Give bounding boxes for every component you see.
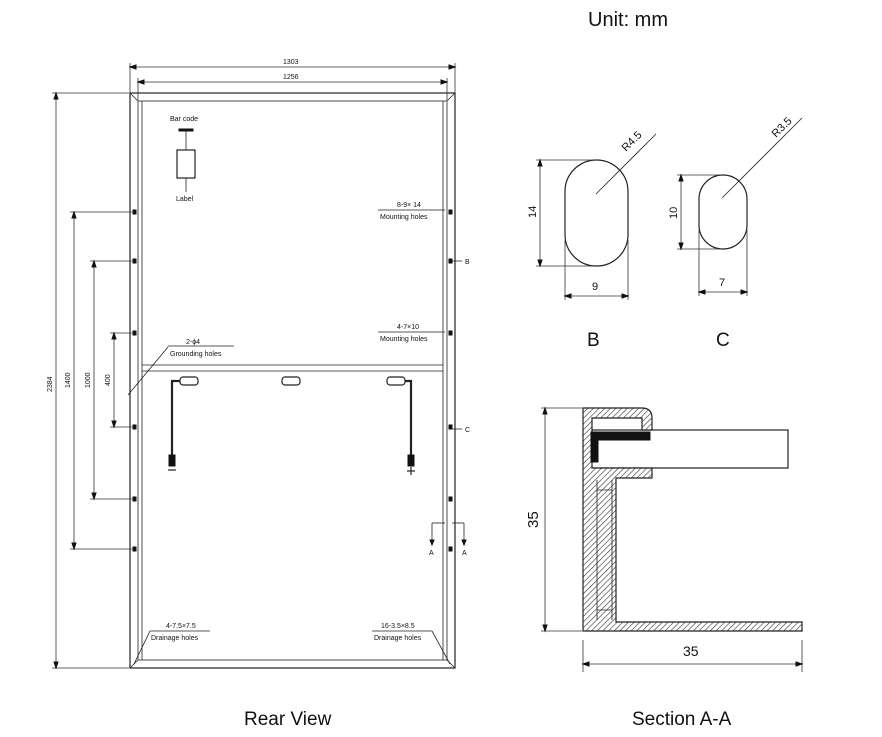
section-aa: 35 35 Section A-A (525, 406, 804, 730)
grounding-leader (127, 346, 169, 396)
height-400-dim: 400 (105, 374, 112, 386)
drainage-left-label: Drainage holes (151, 635, 199, 642)
detail-b-width: 9 (592, 281, 598, 293)
detail-c-height: 10 (668, 207, 680, 219)
rail-hole-marks (132, 209, 453, 552)
drainage-right-label: Drainage holes (374, 635, 422, 642)
label-text: Label (176, 196, 194, 203)
module-frame-inner (137, 100, 448, 661)
slot-b-shape (564, 159, 629, 267)
mounting-holes-top-spec: 8-9× 14 (397, 202, 421, 209)
height-1400-dim: 1400 (65, 372, 72, 388)
section-marker-left: A (429, 550, 434, 557)
bar-code-mark (178, 128, 194, 132)
dimension-left (52, 91, 132, 670)
frame-profile (582, 407, 803, 632)
mounting-holes-top-label: Mounting holes (380, 214, 428, 221)
section-aa-caption: Section A-A (632, 709, 732, 730)
height-total-dim: 2384 (47, 376, 54, 392)
mounting-holes-mid-label: Mounting holes (380, 336, 428, 343)
grounding-holes-label: Grounding holes (170, 351, 222, 358)
detail-c-radius: R3.5 (770, 115, 795, 140)
drainage-right-spec: 16-3.5×8.5 (381, 623, 415, 630)
cables (168, 379, 415, 475)
section-markers (429, 522, 467, 547)
junction-boxes (179, 376, 406, 386)
width-inner-dim: 1256 (283, 74, 299, 81)
width-outer-dim: 1303 (283, 59, 299, 66)
section-marker-right: A (462, 550, 467, 557)
detail-b-height: 14 (527, 206, 539, 218)
detail-c: R3.5 10 7 C (668, 115, 803, 351)
slot-c-shape (698, 174, 748, 250)
sealant (590, 431, 651, 463)
grounding-holes-spec: 2-ϕ4 (186, 339, 200, 346)
callout-c: C (465, 427, 470, 434)
dimension-top (128, 63, 457, 100)
callout-b: B (465, 259, 470, 266)
label-box (176, 149, 196, 179)
height-1000-dim: 1000 (85, 372, 92, 388)
detail-c-width: 7 (719, 277, 725, 289)
unit-label: Unit: mm (588, 9, 668, 31)
module-frame-outer (129, 92, 456, 669)
detail-b-radius: R4.5 (620, 129, 645, 154)
detail-b: R4.5 14 9 B (527, 129, 657, 351)
section-height-dim: 35 (525, 511, 542, 528)
detail-b-caption: B (587, 330, 600, 351)
bar-code-label: Bar code (170, 116, 198, 123)
rear-view: 1303 1256 2384 1400 1000 400 Bar code L (47, 59, 470, 730)
rear-view-caption: Rear View (244, 709, 332, 730)
detail-c-caption: C (716, 330, 730, 351)
drainage-left-spec: 4-7.5×7.5 (166, 623, 196, 630)
section-width-dim: 35 (683, 643, 699, 659)
mounting-holes-mid-spec: 4-7×10 (397, 324, 419, 331)
